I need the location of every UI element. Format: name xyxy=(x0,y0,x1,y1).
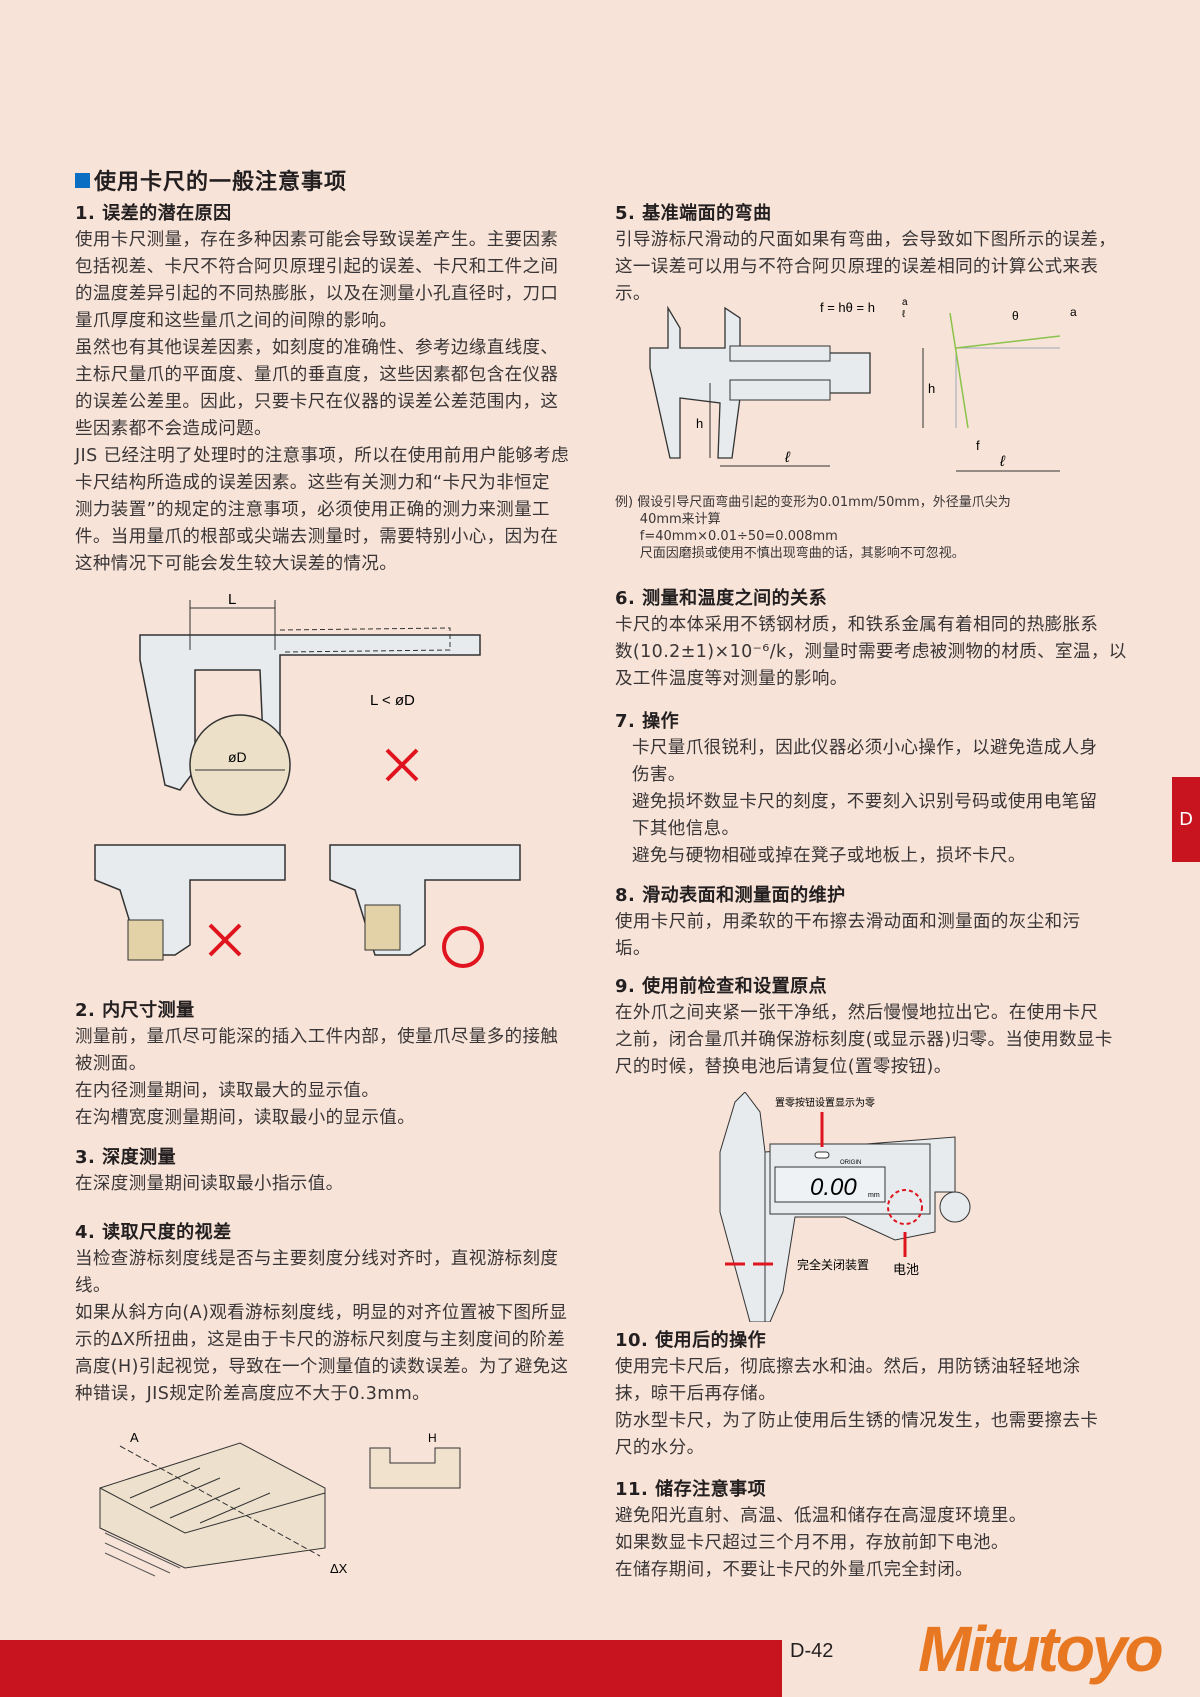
section-body: 使用卡尺测量，存在多种因素可能会导致误差产生。主要因素 包括视差、卡尺不符合阿贝… xyxy=(75,230,569,574)
label-l: ℓ xyxy=(784,449,791,466)
label-delta-x: ΔX xyxy=(330,1561,348,1576)
section-body: 卡尺量爪很锐利，因此仪器必须小心操作，以避免造成人身 伤害。 避免损坏数显卡尺的… xyxy=(632,738,1098,866)
section-title: 6. 测量和温度之间的关系 xyxy=(615,588,828,609)
section-title: 10. 使用后的操作 xyxy=(615,1330,767,1351)
section-title: 5. 基准端面的弯曲 xyxy=(615,203,772,224)
section-10: 10. 使用后的操作 使用完卡尺后，彻底擦去水和油。然后，用防锈油轻轻地涂 抹，… xyxy=(615,1327,1135,1462)
page-number: D-42 xyxy=(790,1640,834,1662)
caliper-bore-figure: L L < øD øD xyxy=(139,591,481,816)
section-body: 在深度测量期间读取最小指示值。 xyxy=(75,1174,344,1194)
formula: f = hθ = h xyxy=(820,300,875,315)
section-6: 6. 测量和温度之间的关系 卡尺的本体采用不锈钢材质，和铁系金属有着相同的热膨胀… xyxy=(615,585,1135,693)
section-3: 3. 深度测量 在深度测量期间读取最小指示值。 xyxy=(75,1144,595,1198)
formula-denominator: ℓ xyxy=(902,309,906,320)
caliper-groove-correct-figure xyxy=(329,844,521,968)
section-1: 1. 误差的潜在原因 使用卡尺测量，存在多种因素可能会导致误差产生。主要因素 包… xyxy=(75,200,595,578)
section-title: 9. 使用前检查和设置原点 xyxy=(615,976,828,997)
section-11: 11. 储存注意事项 避免阳光直射、高温、低温和储存在高湿度环境里。 如果数显卡… xyxy=(615,1476,1135,1584)
section-body: 引导游标尺滑动的尺面如果有弯曲，会导致如下图所示的误差， 这一误差可以用与不符合… xyxy=(615,230,1117,304)
chapter-tab[interactable]: D xyxy=(1172,777,1200,862)
label-condition: L < øD xyxy=(370,692,415,709)
parallax-diagram: A ΔX H xyxy=(99,1430,461,1577)
label-L: L xyxy=(228,591,236,608)
page-title: 使用卡尺的一般注意事项 xyxy=(75,164,347,196)
section-body: 测量前，量爪尽可能深的插入工件内部，使量爪尽量多的接触 被测面。 在内径测量期间… xyxy=(75,1027,559,1128)
footer-bar xyxy=(0,1640,782,1697)
inner-measure-diagram: L L < øD øD xyxy=(94,591,521,968)
section-4: 4. 读取尺度的视差 当检查游标刻度线是否与主要刻度分线对齐时，直视游标刻度 线… xyxy=(75,1219,595,1408)
section-body: 避免阳光直射、高温、低温和储存在高湿度环境里。 如果数显卡尺超过三个月不用，存放… xyxy=(615,1506,1027,1580)
label-diameter: øD xyxy=(228,749,247,765)
origin-button-label: ORIGIN xyxy=(840,1160,861,1166)
digital-caliper-diagram: 0.00 mm ORIGIN 置零按钮设置显示为零 电池 完全关闭装置 xyxy=(719,1092,971,1322)
label-l: ℓ xyxy=(999,453,1006,470)
section-title: 1. 误差的潜在原因 xyxy=(75,203,232,224)
wrong-mark-icon xyxy=(208,923,242,957)
section-body: 使用完卡尺后，彻底擦去水和油。然后，用防锈油轻轻地涂 抹，晾干后再存储。 防水型… xyxy=(615,1357,1099,1458)
origin-note: 置零按钮设置显示为零 xyxy=(775,1096,875,1109)
label-theta: θ xyxy=(1012,309,1019,323)
formula-numerator: a xyxy=(902,298,908,308)
bullet-square-icon xyxy=(75,173,90,188)
section-9: 9. 使用前检查和设置原点 在外爪之间夹紧一张干净纸，然后慢慢地拉出它。在使用卡… xyxy=(615,973,1135,1081)
battery-label: 电池 xyxy=(893,1262,919,1277)
bending-diagram: h ℓ f = hθ = h a ℓ h f ℓ θ a xyxy=(649,298,1077,472)
caliper-groove-wrong-figure xyxy=(94,844,286,961)
section-2: 2. 内尺寸测量 测量前，量爪尽可能深的插入工件内部，使量爪尽量多的接触 被测面… xyxy=(75,997,595,1132)
label-a: a xyxy=(1070,305,1077,319)
mitutoyo-logo: Mitutoyo xyxy=(918,1613,1164,1685)
section-7: 7. 操作 卡尺量爪很锐利，因此仪器必须小心操作，以避免造成人身 伤害。 避免损… xyxy=(615,708,1135,870)
label-h: h xyxy=(696,416,703,431)
label-A: A xyxy=(130,1430,139,1445)
section-body: 使用卡尺前，用柔软的干布擦去滑动面和测量面的灰尘和污 垢。 xyxy=(615,912,1081,959)
display-unit: mm xyxy=(868,1192,880,1199)
label-h: h xyxy=(928,381,935,396)
section-title: 2. 内尺寸测量 xyxy=(75,1000,195,1021)
correct-mark-icon xyxy=(442,926,484,968)
section-title: 7. 操作 xyxy=(615,711,680,732)
wrong-mark-icon xyxy=(385,748,419,782)
page-title-text: 使用卡尺的一般注意事项 xyxy=(94,170,348,195)
section-8: 8. 滑动表面和测量面的维护 使用卡尺前，用柔软的干布擦去滑动面和测量面的灰尘和… xyxy=(615,882,1135,963)
section-body: 卡尺的本体采用不锈钢材质，和铁系金属有着相同的热膨胀系 数(10.2±1)×10… xyxy=(615,615,1127,689)
label-H: H xyxy=(428,1431,437,1445)
section-title: 4. 读取尺度的视差 xyxy=(75,1222,232,1243)
section-title: 3. 深度测量 xyxy=(75,1147,177,1168)
battery-location-icon xyxy=(887,1189,923,1225)
section-title: 8. 滑动表面和测量面的维护 xyxy=(615,885,846,906)
section-body: 在外爪之间夹紧一张干净纸，然后慢慢地拉出它。在使用卡尺 之前，闭合量爪并确保游标… xyxy=(615,1003,1113,1077)
calculation-example: 例) 假设引导尺面弯曲引起的变形为0.01mm/50mm，外径量爪尖为 40mm… xyxy=(615,495,1011,561)
label-f: f xyxy=(976,438,980,453)
section-title: 11. 储存注意事项 xyxy=(615,1479,767,1500)
section-body: 当检查游标刻度线是否与主要刻度分线对齐时，直视游标刻度 线。 如果从斜方向(A)… xyxy=(75,1249,569,1404)
section-5: 5. 基准端面的弯曲 引导游标尺滑动的尺面如果有弯曲，会导致如下图所示的误差， … xyxy=(615,200,1135,308)
fully-closed-label: 完全关闭装置 xyxy=(797,1257,869,1272)
origin-button xyxy=(814,1151,830,1159)
display-reading: 0.00 xyxy=(810,1174,857,1201)
